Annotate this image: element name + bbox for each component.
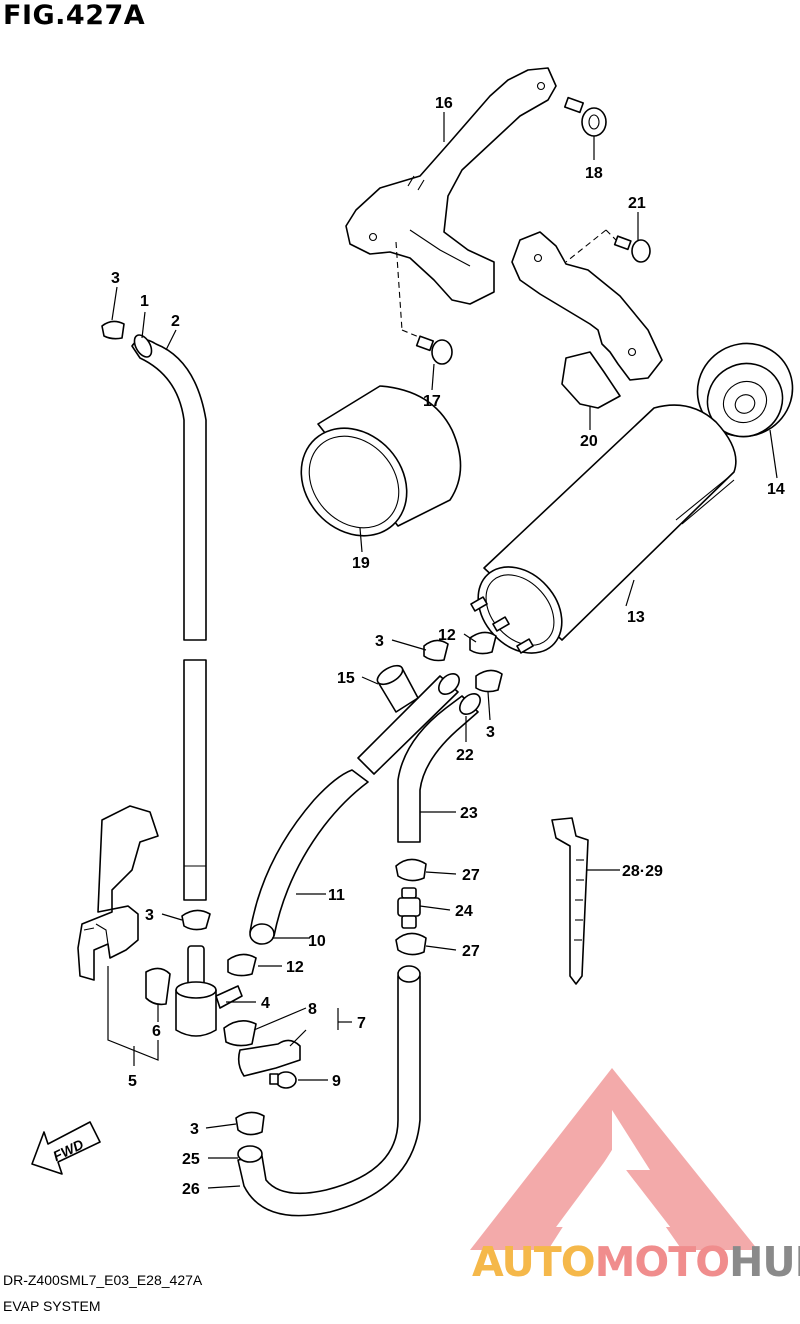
fwd-arrow-icon: FWD bbox=[31, 1121, 101, 1175]
callout-7: 7 bbox=[357, 1015, 366, 1032]
part-3-clamp-bottom bbox=[235, 1111, 265, 1136]
callout-27: 27 bbox=[462, 943, 480, 960]
callout-16: 16 bbox=[435, 95, 453, 112]
callout-12: 12 bbox=[438, 627, 456, 644]
part-1-2-hose bbox=[131, 334, 207, 901]
callout-8: 8 bbox=[308, 1001, 317, 1018]
callout-4: 4 bbox=[261, 995, 270, 1012]
part-13-canister bbox=[470, 404, 737, 654]
section-name: EVAP SYSTEM bbox=[3, 1298, 101, 1314]
callout-labels: 1 2 3 3 3 3 3 4 5 6 7 8 9 10 11 12 12 13… bbox=[111, 95, 785, 1198]
callout-3: 3 bbox=[190, 1121, 199, 1138]
callout-28-29: 28·29 bbox=[622, 863, 663, 880]
part-17-bolt bbox=[415, 335, 453, 365]
part-12-clamp-canister bbox=[469, 631, 497, 655]
callout-18: 18 bbox=[585, 165, 603, 182]
part-12-clamp-lower bbox=[227, 953, 257, 977]
callout-17: 17 bbox=[423, 393, 441, 410]
model-code: DR-Z400SML7_E03_E28_427A bbox=[3, 1272, 203, 1288]
callout-3: 3 bbox=[375, 633, 384, 650]
part-3-clamp-canister-a bbox=[423, 639, 449, 662]
part-4-valve bbox=[175, 945, 243, 1037]
part-7-clamp bbox=[237, 1039, 301, 1077]
part-20-bracket bbox=[511, 231, 663, 409]
callout-20: 20 bbox=[580, 433, 598, 450]
part-3-clamp-mid bbox=[181, 909, 211, 931]
callout-1: 1 bbox=[140, 293, 149, 310]
callout-3: 3 bbox=[111, 270, 120, 287]
callout-3: 3 bbox=[486, 724, 495, 741]
callout-23: 23 bbox=[460, 805, 478, 822]
watermark-part-1: AUTO bbox=[472, 1238, 596, 1286]
part-21-bolt bbox=[613, 235, 651, 263]
callout-9: 9 bbox=[332, 1073, 341, 1090]
watermark-part-3: HUB bbox=[729, 1238, 800, 1286]
watermark-logo bbox=[470, 1068, 758, 1250]
part-15-cap bbox=[376, 664, 419, 713]
callout-22: 22 bbox=[456, 747, 474, 764]
callout-21: 21 bbox=[628, 195, 646, 212]
part-24-joint bbox=[397, 887, 421, 929]
callout-12: 12 bbox=[286, 959, 304, 976]
callout-24: 24 bbox=[455, 903, 473, 920]
callout-19: 19 bbox=[352, 555, 370, 572]
callout-3: 3 bbox=[145, 907, 154, 924]
callout-27: 27 bbox=[462, 867, 480, 884]
part-11-hose bbox=[249, 673, 460, 945]
part-3-clamp-canister-b bbox=[475, 669, 503, 693]
callout-14: 14 bbox=[767, 481, 785, 498]
callout-6: 6 bbox=[152, 1023, 161, 1040]
part-16-bracket bbox=[345, 67, 557, 305]
callout-15: 15 bbox=[337, 670, 355, 687]
part-5-bracket bbox=[77, 805, 159, 981]
callout-13: 13 bbox=[627, 609, 645, 626]
leader-lines bbox=[107, 112, 778, 1189]
watermark-text: AUTOMOTOHUB bbox=[472, 1238, 800, 1286]
callout-25: 25 bbox=[182, 1151, 200, 1168]
callout-2: 2 bbox=[171, 313, 180, 330]
part-28-29-cable-tie bbox=[551, 817, 589, 985]
callout-10: 10 bbox=[308, 933, 326, 950]
watermark-part-2: MOTO bbox=[594, 1238, 730, 1286]
part-6-clip bbox=[145, 967, 171, 1006]
part-27-clamp-upper bbox=[395, 858, 427, 882]
callout-5: 5 bbox=[128, 1073, 137, 1090]
part-26-hose bbox=[237, 965, 421, 1217]
part-19-cover bbox=[300, 385, 462, 537]
callout-26: 26 bbox=[182, 1181, 200, 1198]
part-23-hose bbox=[397, 693, 481, 843]
part-18-bolt bbox=[563, 96, 607, 137]
part-8-cushion bbox=[223, 1020, 257, 1047]
figure-title: FIG.427A bbox=[3, 0, 146, 31]
part-9-screw bbox=[269, 1071, 297, 1089]
part-27-clamp-lower bbox=[395, 932, 427, 956]
callout-11: 11 bbox=[328, 887, 345, 904]
part-3-clamp-top bbox=[101, 320, 125, 340]
